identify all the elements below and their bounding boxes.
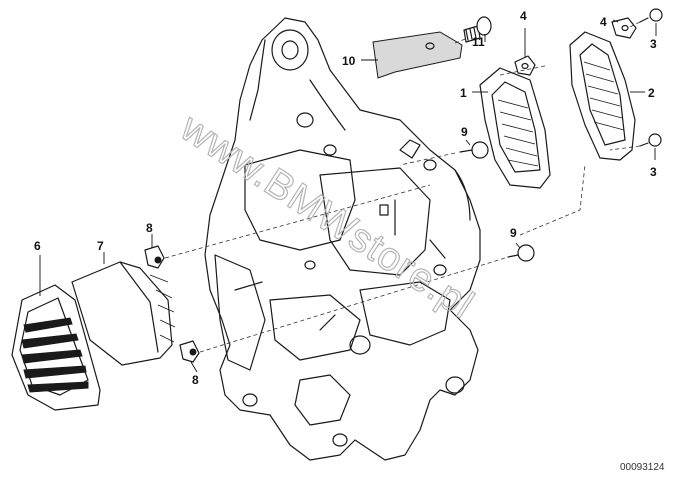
callout-3b: 3 [650,165,657,179]
part-9-nuts [459,141,535,262]
callout-11: 11 [472,35,485,49]
part-8-clips [144,245,200,363]
callout-10: 10 [342,54,356,68]
part-6-grille [11,284,101,411]
callout-3a: 3 [650,37,657,51]
callout-4a: 4 [520,9,527,23]
callout-1: 1 [460,86,467,100]
callout-7: 7 [97,239,104,253]
reference-number: 00093124 [620,462,665,473]
part-2-grille [569,31,636,161]
part-11-screw [463,16,492,43]
callout-6: 6 [34,239,41,253]
frame-carrier [204,17,481,461]
callout-8a: 8 [146,221,153,235]
part-10-cover [372,31,463,79]
callout-9a: 9 [461,125,468,139]
part-3-screws [639,8,663,147]
callout-labels: 10 11 4 4 3 1 2 9 3 8 9 6 7 8 [34,9,657,387]
part-4-clips [514,17,637,76]
callout-9b: 9 [510,226,517,240]
callout-8b: 8 [192,373,199,387]
part-1-grille [479,67,551,189]
callout-2: 2 [648,86,655,100]
leader-lines [39,19,657,373]
part-7-duct [71,261,176,366]
assembly-lines [164,21,641,353]
callout-4b: 4 [600,15,607,29]
